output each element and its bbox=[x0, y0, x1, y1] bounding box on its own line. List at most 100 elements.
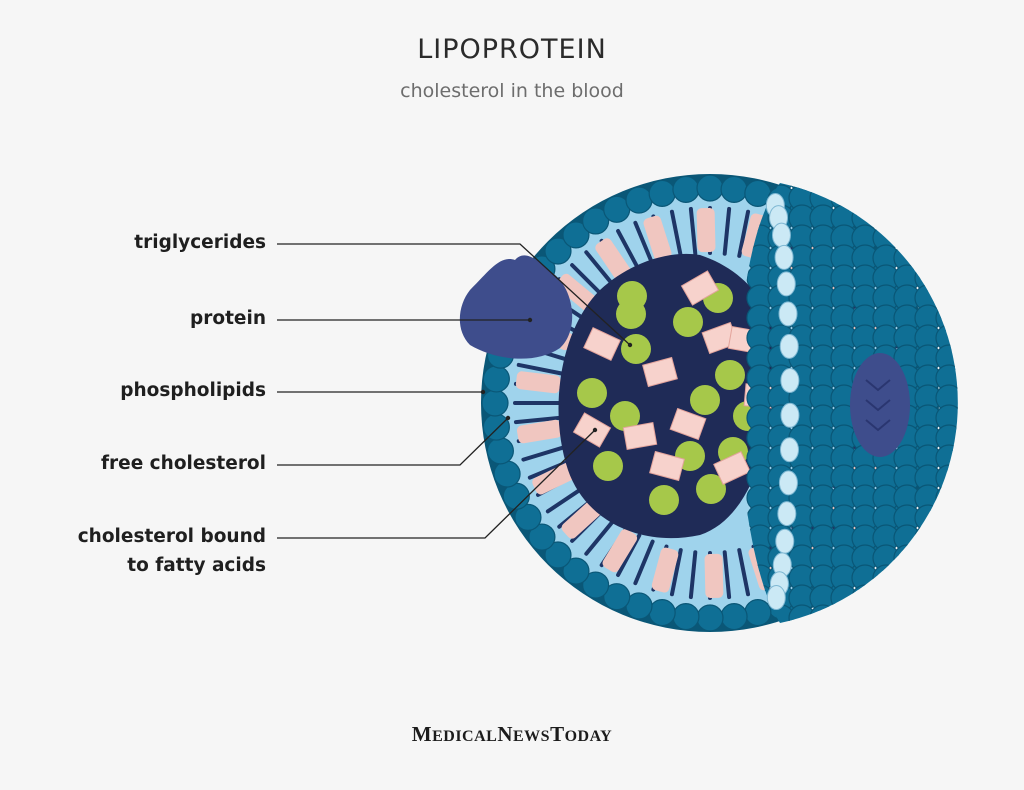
phospholipid-head bbox=[914, 224, 942, 252]
phospholipid-head bbox=[672, 175, 700, 203]
phospholipid-head bbox=[603, 583, 631, 611]
phospholipid-head bbox=[851, 604, 879, 623]
label-free-cholesterol: free cholesterol bbox=[100, 453, 266, 474]
triglyceride-sphere bbox=[690, 385, 720, 415]
phospholipid-head bbox=[914, 504, 942, 532]
light-phospholipid-head bbox=[775, 528, 795, 554]
phospholipid-head bbox=[851, 584, 879, 612]
triglyceride-sphere bbox=[610, 401, 640, 431]
phospholipid-head bbox=[935, 584, 958, 612]
phospholipid-head bbox=[914, 264, 942, 292]
phospholipid-tail bbox=[516, 362, 565, 376]
phospholipid-head bbox=[893, 183, 921, 192]
phospholipid-head bbox=[893, 584, 921, 612]
phospholipid-head bbox=[935, 224, 958, 252]
cholesterol-ester bbox=[642, 356, 678, 388]
phospholipid-head bbox=[744, 599, 772, 627]
phospholipid-tail bbox=[584, 250, 617, 290]
cholesterol-ester bbox=[680, 270, 720, 306]
free-cholesterol bbox=[515, 371, 561, 394]
phospholipid-head bbox=[648, 179, 676, 207]
phospholipid-head bbox=[935, 183, 958, 192]
cholesterol-ester bbox=[572, 412, 612, 448]
phospholipid-tail bbox=[616, 229, 642, 273]
phospholipid-head bbox=[830, 604, 858, 623]
free-cholesterol bbox=[532, 462, 577, 495]
protein-chain bbox=[865, 379, 891, 432]
light-phospholipid-head bbox=[774, 244, 794, 270]
triglyceride-sphere bbox=[673, 307, 703, 337]
free-cholesterol bbox=[696, 207, 716, 253]
triglyceride-sphere bbox=[696, 474, 726, 504]
leader-free-cholesterol bbox=[277, 417, 509, 466]
leader-dot bbox=[480, 389, 486, 395]
phospholipid-tail bbox=[584, 516, 617, 556]
phospholipid-head bbox=[914, 604, 942, 623]
apolipoprotein-left bbox=[459, 255, 573, 359]
phospholipid-head bbox=[893, 524, 921, 552]
light-phospholipid-head bbox=[778, 470, 798, 496]
light-phospholipid-head bbox=[778, 301, 798, 327]
light-phospholipid-head bbox=[766, 585, 786, 611]
cholesterol-ester bbox=[713, 451, 751, 485]
light-phospholipid-head bbox=[776, 271, 796, 297]
label-protein: protein bbox=[190, 308, 266, 329]
phospholipid-head bbox=[935, 444, 958, 472]
phospholipid-head bbox=[914, 204, 942, 232]
free-cholesterol bbox=[651, 547, 679, 593]
phospholipid-head bbox=[481, 389, 509, 417]
phospholipid-head bbox=[872, 183, 900, 192]
phospholipid-head bbox=[809, 604, 837, 623]
phospholipid-head bbox=[872, 184, 900, 212]
phospholipid-tail bbox=[633, 220, 655, 267]
phospholipid-head bbox=[562, 221, 590, 249]
phospholipid-head bbox=[851, 183, 879, 192]
label-triglycerides: triglycerides bbox=[134, 232, 266, 253]
phospholipid-head bbox=[914, 544, 942, 572]
phospholipid-tail bbox=[669, 209, 683, 258]
phospholipid-head bbox=[914, 524, 942, 552]
triglyceride-sphere bbox=[577, 378, 607, 408]
phospholipid-head bbox=[696, 174, 724, 202]
phospholipid-head bbox=[935, 464, 958, 492]
free-cholesterol bbox=[643, 215, 672, 261]
phospholipid-tail bbox=[669, 548, 683, 597]
phospholipid-head bbox=[935, 604, 958, 623]
phospholipid-head bbox=[562, 557, 590, 585]
phospholipid-head bbox=[872, 204, 900, 232]
phospholipid-head bbox=[914, 184, 942, 212]
leader-lines bbox=[277, 243, 633, 539]
triglyceride-sphere bbox=[621, 334, 651, 364]
phospholipid-head bbox=[648, 599, 676, 627]
phospholipid-head bbox=[893, 224, 921, 252]
phospholipid-head bbox=[935, 544, 958, 572]
phospholipid-head bbox=[893, 184, 921, 212]
phospholipid-head bbox=[788, 604, 816, 623]
leader-dot bbox=[592, 427, 598, 433]
cholesterol-ester bbox=[649, 450, 685, 482]
page-subtitle: cholesterol in the blood bbox=[400, 80, 624, 102]
page-title: LIPOPROTEIN bbox=[417, 34, 607, 65]
brand-logo: MEDICALNEWSTODAY bbox=[411, 722, 613, 746]
cholesterol-ester bbox=[669, 407, 707, 441]
phospholipid-head bbox=[935, 564, 958, 592]
light-phospholipid-head bbox=[780, 402, 800, 428]
light-phospholipid-head bbox=[779, 437, 799, 463]
phospholipid-head bbox=[672, 603, 700, 631]
phospholipid-tail bbox=[527, 458, 574, 480]
triglyceride-sphere bbox=[616, 299, 646, 329]
triglyceride-sphere bbox=[649, 485, 679, 515]
phospholipid-head bbox=[935, 184, 958, 212]
phospholipid-head bbox=[893, 204, 921, 232]
phospholipid-tail bbox=[722, 206, 732, 256]
free-cholesterol bbox=[516, 419, 562, 444]
phospholipid-head bbox=[830, 183, 858, 192]
phospholipid-tail bbox=[513, 415, 563, 425]
phospholipid-head bbox=[914, 244, 942, 272]
lipoprotein-particle bbox=[459, 174, 958, 632]
light-phospholipid-head bbox=[779, 333, 799, 359]
cholesterol-ester bbox=[622, 421, 658, 451]
phospholipid-tail bbox=[616, 533, 642, 577]
phospholipid-tail bbox=[521, 444, 569, 462]
